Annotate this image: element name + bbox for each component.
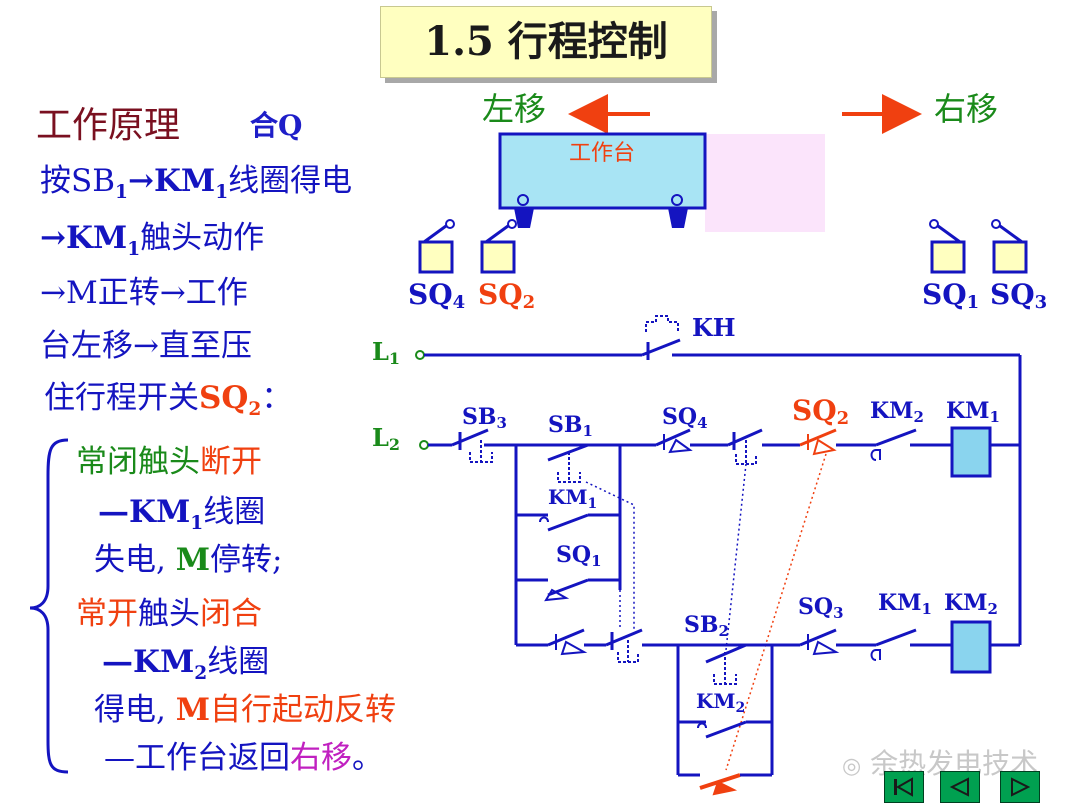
sq2-no-contact xyxy=(699,773,741,790)
text-line-8: 失电, M停转; xyxy=(94,542,283,578)
km1-coil xyxy=(950,426,992,478)
title-box: 1.5 行程控制 xyxy=(380,6,712,78)
text-line-5: 住行程开关SQ2： xyxy=(44,380,293,421)
left-move-label: 左移 xyxy=(482,90,546,128)
sb2-label: SB2 xyxy=(684,612,729,640)
sq2-nc-contact xyxy=(799,428,837,447)
text-line-6: 常闭触头断开 xyxy=(76,444,262,480)
table-shadow xyxy=(705,134,825,232)
next-page-icon xyxy=(1011,777,1031,797)
km2-interlock-contact xyxy=(875,428,917,447)
sq4-rung-label: SQ4 xyxy=(662,404,708,432)
top-km1-label: KM1 xyxy=(946,398,1000,426)
wechat-icon: ◎ xyxy=(842,754,862,779)
sq2-rung-label: SQ2 xyxy=(792,394,849,429)
top-km2-label: KM2 xyxy=(870,398,924,426)
sq4-contact xyxy=(655,428,691,447)
l2-label: L2 xyxy=(372,423,400,454)
sq1-label: SQ1 xyxy=(922,278,979,313)
bot-km2-label: KM2 xyxy=(944,590,998,618)
sq3-label: SQ3 xyxy=(990,278,1047,313)
sq1-no-contact xyxy=(547,578,589,597)
text-line-11: 得电, M自行起动反转 xyxy=(94,692,397,728)
sq4-label: SQ4 xyxy=(408,278,465,313)
first-page-button[interactable] xyxy=(884,771,924,803)
worktable xyxy=(498,132,707,210)
l1-label: L1 xyxy=(372,337,400,368)
kh-label: KH xyxy=(692,313,736,342)
sq1-nc-contact xyxy=(547,628,585,647)
km2-aux-label: KM2 xyxy=(696,689,745,716)
text-line-1: 按SB1→KM1线圈得电 xyxy=(40,163,353,204)
previous-page-button[interactable] xyxy=(940,771,980,803)
text-line-9: 常开触头闭合 xyxy=(76,596,262,632)
sq3-contact xyxy=(799,628,837,647)
bot-km1-label: KM1 xyxy=(878,590,932,618)
km1-interlock-contact xyxy=(875,628,917,647)
table-lug-right xyxy=(668,194,688,228)
limit-switch-sq3-icon xyxy=(991,219,1028,274)
worktable-label: 工作台 xyxy=(569,141,635,166)
km2-hold-contact xyxy=(705,720,747,739)
l2-terminal xyxy=(419,440,429,450)
limit-switch-sq2-icon xyxy=(480,219,517,274)
sq1-branch-label: SQ1 xyxy=(556,542,602,570)
text-line-10: —KM2线圈 xyxy=(102,644,270,685)
next-page-button[interactable] xyxy=(1000,771,1040,803)
sq3-rung-label: SQ3 xyxy=(798,594,844,622)
km1-hold-contact xyxy=(547,513,589,532)
text-line-12: —工作台返回右移。 xyxy=(104,740,383,776)
sb3-label: SB3 xyxy=(462,404,507,432)
section-heading: 工作原理 xyxy=(36,105,181,146)
previous-page-icon xyxy=(949,777,969,797)
curly-brace xyxy=(29,438,69,774)
table-lug-left xyxy=(514,194,534,228)
sq2-label: SQ2 xyxy=(478,278,535,313)
page-title: 1.5 行程控制 xyxy=(424,18,668,65)
text-line-2: →KM1触头动作 xyxy=(40,220,265,261)
km1-aux-label: KM1 xyxy=(548,485,597,512)
sb1-label: SB1 xyxy=(548,412,593,440)
right-move-label: 右移 xyxy=(934,90,998,128)
text-line-4: 台左移→直至压 xyxy=(40,328,252,364)
first-page-icon xyxy=(894,777,913,797)
heading-suffix: 合Q xyxy=(250,109,303,142)
limit-switch-sq1-icon xyxy=(929,219,966,274)
l1-terminal xyxy=(415,350,425,360)
limit-switch-sq4-icon xyxy=(418,219,455,274)
sb3-contact xyxy=(451,428,489,447)
text-line-7: —KM1线圈 xyxy=(98,494,266,535)
km2-coil xyxy=(950,620,992,674)
text-line-3: →M正转→工作 xyxy=(40,275,248,311)
